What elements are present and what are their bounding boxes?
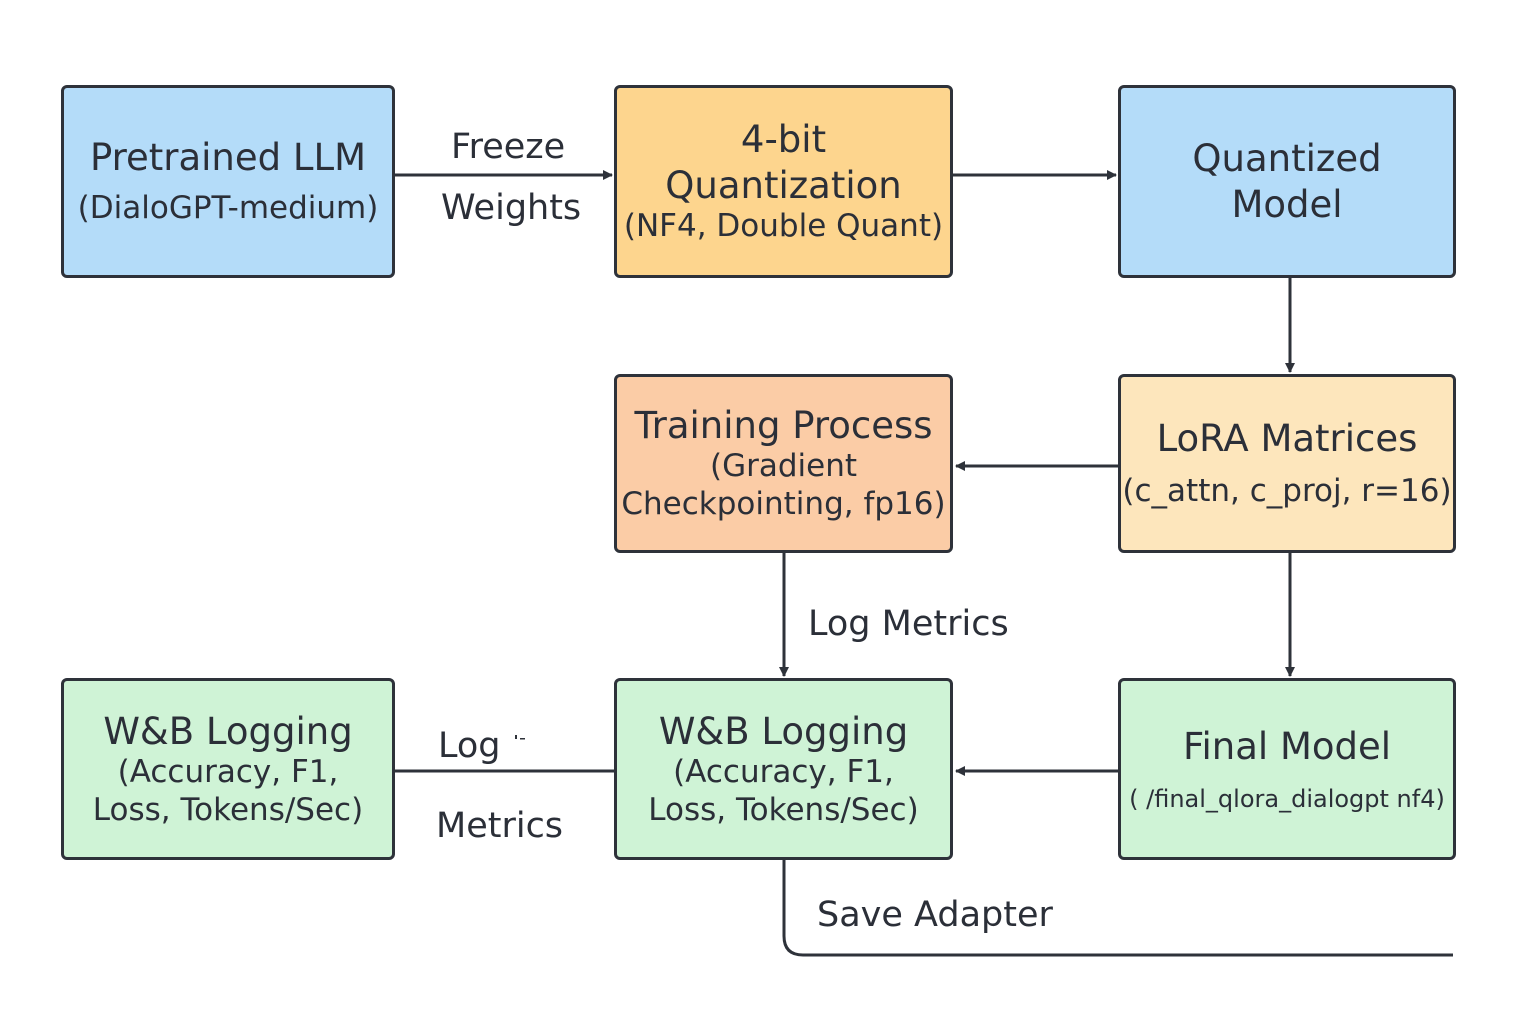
stray-mark (520, 738, 525, 740)
edge-label-save-adapter: Save Adapter (817, 895, 1053, 935)
edge-label-weights: Weights (441, 188, 582, 228)
node-title: Final Model (1182, 724, 1392, 768)
lora-matrices-node: LoRA Matrices (c_attn, c_proj, r=16) (1118, 374, 1456, 553)
node-title: LoRA Matrices (1156, 417, 1418, 461)
node-subtitle: (c_attn, c_proj, r=16) (1122, 473, 1452, 510)
node-subtitle: (Gradient (709, 448, 858, 485)
node-title: Quantized (1192, 137, 1382, 181)
edge-label-log-metrics: Log Metrics (808, 604, 1009, 644)
quantized-model-node: Quantized Model (1118, 85, 1456, 278)
stray-mark (515, 735, 517, 739)
node-title: Model (1231, 182, 1343, 226)
node-subtitle: (Accuracy, F1, (117, 753, 339, 790)
pretrained-llm-node: Pretrained LLM (DialoGPT-medium) (61, 85, 395, 278)
training-process-node: Training Process (Gradient Checkpointing… (614, 374, 953, 553)
wandb-logging-center-node: W&B Logging (Accuracy, F1, Loss, Tokens/… (614, 678, 953, 860)
node-subtitle: (NF4, Double Quant) (623, 207, 944, 244)
node-subtitle: Loss, Tokens/Sec) (92, 791, 364, 828)
node-title: Pretrained LLM (89, 136, 367, 180)
node-subtitle: ( /final_qlora_dialogpt nf4) (1129, 784, 1445, 813)
quantization-node: 4-bit Quantization (NF4, Double Quant) (614, 85, 953, 278)
node-title: W&B Logging (103, 709, 353, 753)
edge-label-freeze: Freeze (451, 127, 566, 167)
wandb-logging-left-node: W&B Logging (Accuracy, F1, Loss, Tokens/… (61, 678, 395, 860)
edge-save-adapter (782, 860, 1453, 957)
node-title: Training Process (634, 404, 933, 448)
edge-label-log: Log (438, 726, 501, 766)
node-subtitle: Checkpointing, fp16) (621, 486, 946, 523)
node-subtitle: (Accuracy, F1, (673, 753, 894, 790)
node-subtitle: (DialoGPT-medium) (77, 190, 379, 227)
node-title: Quantization (665, 163, 902, 207)
node-title: W&B Logging (658, 709, 909, 753)
node-title: 4-bit (740, 118, 827, 162)
edge-label-metrics: Metrics (436, 806, 564, 846)
final-model-node: Final Model ( /final_qlora_dialogpt nf4) (1118, 678, 1456, 860)
node-subtitle: Loss, Tokens/Sec) (648, 791, 919, 828)
